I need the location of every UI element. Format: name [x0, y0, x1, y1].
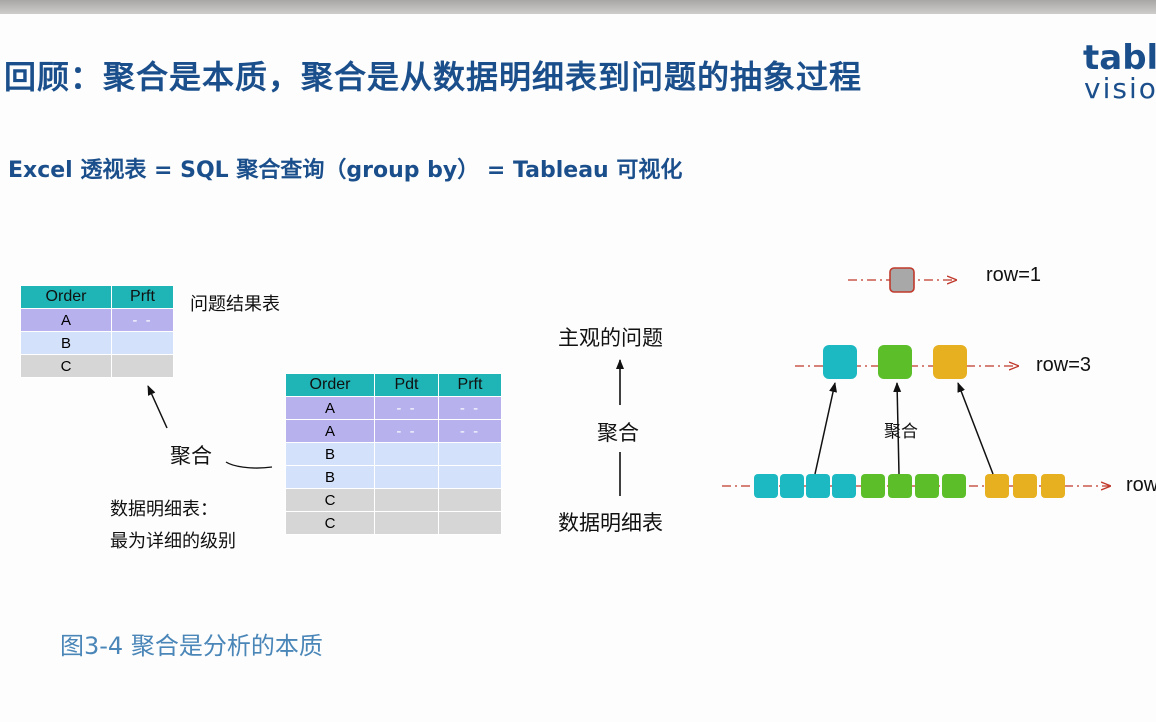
table-cell [374, 465, 439, 489]
table-cell: - - [374, 396, 439, 420]
table-row: C [285, 488, 502, 512]
result-header-order: Order [20, 285, 112, 309]
detail-squares-green [861, 474, 966, 498]
detail-header-prft: Prft [438, 373, 502, 397]
result-table-label: 问题结果表 [190, 294, 280, 315]
agg-arrow-green [893, 382, 902, 475]
table-cell: B [20, 331, 112, 355]
table-cell [438, 442, 502, 466]
left-aggregate-label: 聚合 [170, 444, 212, 468]
table-cell [374, 442, 439, 466]
middle-aggregate-label: 聚合 [597, 421, 639, 445]
agg-arrow-orange [957, 382, 994, 475]
table-cell [374, 511, 439, 535]
table-cell [111, 354, 174, 378]
detail-header-order: Order [285, 373, 375, 397]
table-cell [438, 488, 502, 512]
row1-square-gray [889, 267, 915, 293]
detail-table-label-line1: 数据明细表： [110, 499, 218, 520]
left-aggregate-arrow [147, 385, 168, 429]
table-cell: B [285, 465, 375, 489]
table-cell: A [20, 308, 112, 332]
row3-square-cyan [823, 345, 857, 379]
logo-vision-text: visio [1084, 72, 1156, 105]
table-row: B [20, 331, 174, 355]
table-row: C [285, 511, 502, 535]
table-row: B [285, 465, 502, 489]
row-bottom-label: row [1126, 474, 1156, 496]
table-cell: - - [438, 419, 502, 443]
agg-arrow-cyan [814, 382, 837, 475]
table-row: A - - - - [285, 419, 502, 443]
table-row: C [20, 354, 174, 378]
table-cell [438, 465, 502, 489]
table-cell [438, 511, 502, 535]
figure-caption: 图3-4 聚合是分析的本质 [60, 632, 323, 660]
detail-squares-orange [985, 474, 1065, 498]
row3-square-green [878, 345, 912, 379]
page-title: 回顾：聚合是本质，聚合是从数据明细表到问题的抽象过程 [4, 58, 863, 96]
page-subtitle: Excel 透视表 = SQL 聚合查询（group by） = Tableau… [8, 158, 683, 183]
result-header-prft: Prft [111, 285, 174, 309]
detail-squares-cyan [754, 474, 856, 498]
detail-table: Order Pdt Prft A - - - - A - - - - B B C… [285, 373, 502, 535]
logo-tableau-text: table [1083, 38, 1156, 78]
row3-square-orange [933, 345, 967, 379]
table-cell [374, 488, 439, 512]
middle-bottom-label: 数据明细表 [558, 511, 663, 535]
detail-header-pdt: Pdt [374, 373, 439, 397]
table-cell [111, 331, 174, 355]
table-cell: C [20, 354, 112, 378]
window-top-bar [0, 0, 1156, 14]
right-aggregate-label: 聚合 [884, 422, 918, 442]
row3-label: row=3 [1036, 354, 1092, 376]
left-aggregate-connector [225, 461, 273, 469]
table-cell: A [285, 419, 375, 443]
middle-top-label: 主观的问题 [558, 326, 663, 350]
detail-table-label-line2: 最为详细的级别 [110, 531, 236, 552]
table-cell: C [285, 511, 375, 535]
table-cell: C [285, 488, 375, 512]
table-row: B [285, 442, 502, 466]
row1-label: row=1 [986, 264, 1042, 286]
result-table: Order Prft A - - B C [20, 285, 174, 378]
